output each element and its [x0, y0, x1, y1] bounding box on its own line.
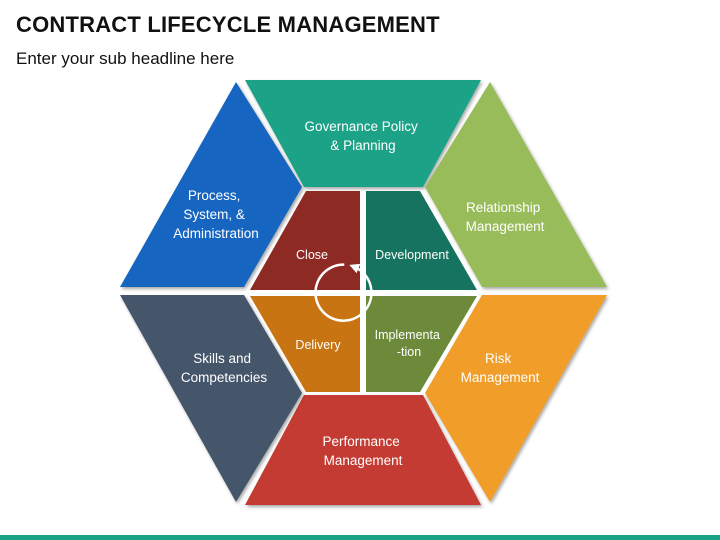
segment-performance-shape — [245, 395, 481, 505]
segment-governance-line-1: Governance Policy — [304, 119, 418, 134]
segment-relationship-label: Relationship Management — [466, 200, 545, 234]
inner-implementation-shape — [366, 296, 477, 392]
segment-process-label: Process, System, & Administration — [173, 188, 259, 241]
segment-risk-label: Risk Management — [461, 351, 540, 385]
inner-close-shape — [250, 191, 360, 290]
page-title: CONTRACT LIFECYCLE MANAGEMENT — [16, 12, 440, 37]
segment-relationship: Relationship Management — [425, 82, 607, 287]
segment-relationship-line-1: Relationship — [466, 200, 540, 215]
segment-process-shape — [120, 82, 302, 287]
inner-delivery-shape — [250, 296, 360, 392]
segment-risk: Risk Management — [425, 295, 607, 502]
segment-risk-line-2: Management — [461, 370, 540, 385]
segment-performance-line-1: Performance — [322, 434, 399, 449]
inner-implementation: Implementa -tion — [366, 296, 477, 392]
inner-development-label: Development — [375, 248, 449, 262]
segment-process: Process, System, & Administration — [120, 82, 302, 287]
inner-delivery-label: Delivery — [295, 338, 341, 352]
inner-implementation-line-1: Implementa — [375, 328, 440, 342]
segment-skills-line-1: Skills and — [193, 351, 251, 366]
bottom-accent-bar — [0, 535, 720, 540]
segment-skills-shape — [120, 295, 302, 502]
segment-skills: Skills and Competencies — [120, 295, 302, 502]
segment-skills-label: Skills and Competencies — [181, 351, 268, 385]
inner-delivery: Delivery — [250, 296, 360, 392]
segment-relationship-line-2: Management — [466, 219, 545, 234]
inner-close: Close — [250, 191, 360, 290]
inner-close-label: Close — [296, 248, 328, 262]
segment-process-line-3: Administration — [173, 226, 259, 241]
segment-risk-shape — [425, 295, 607, 502]
inner-development-line-1: Development — [375, 248, 449, 262]
cycle-arrow-icon — [314, 263, 373, 322]
segment-risk-line-1: Risk — [485, 351, 511, 366]
inner-implementation-label: Implementa -tion — [375, 328, 444, 359]
inner-close-line-1: Close — [296, 248, 328, 262]
segment-governance-shape — [245, 80, 481, 187]
segment-process-line-1: Process, — [188, 188, 241, 203]
segment-performance-label: Performance Management — [322, 434, 403, 468]
inner-development-shape — [366, 191, 477, 290]
inner-implementation-line-2: -tion — [397, 345, 421, 359]
page-subtitle: Enter your sub headline here — [16, 49, 235, 68]
segment-performance: Performance Management — [245, 395, 481, 505]
segment-relationship-shape — [425, 82, 607, 287]
inner-development: Development — [366, 191, 477, 290]
segment-skills-line-2: Competencies — [181, 370, 268, 385]
segment-process-line-2: System, & — [183, 207, 245, 222]
segment-governance-line-2: & Planning — [330, 138, 395, 153]
inner-delivery-line-1: Delivery — [295, 338, 341, 352]
segment-governance: Governance Policy & Planning — [245, 80, 481, 187]
segment-governance-label: Governance Policy & Planning — [304, 119, 421, 153]
segment-performance-line-2: Management — [324, 453, 403, 468]
cycle-arrow-path — [314, 263, 373, 322]
